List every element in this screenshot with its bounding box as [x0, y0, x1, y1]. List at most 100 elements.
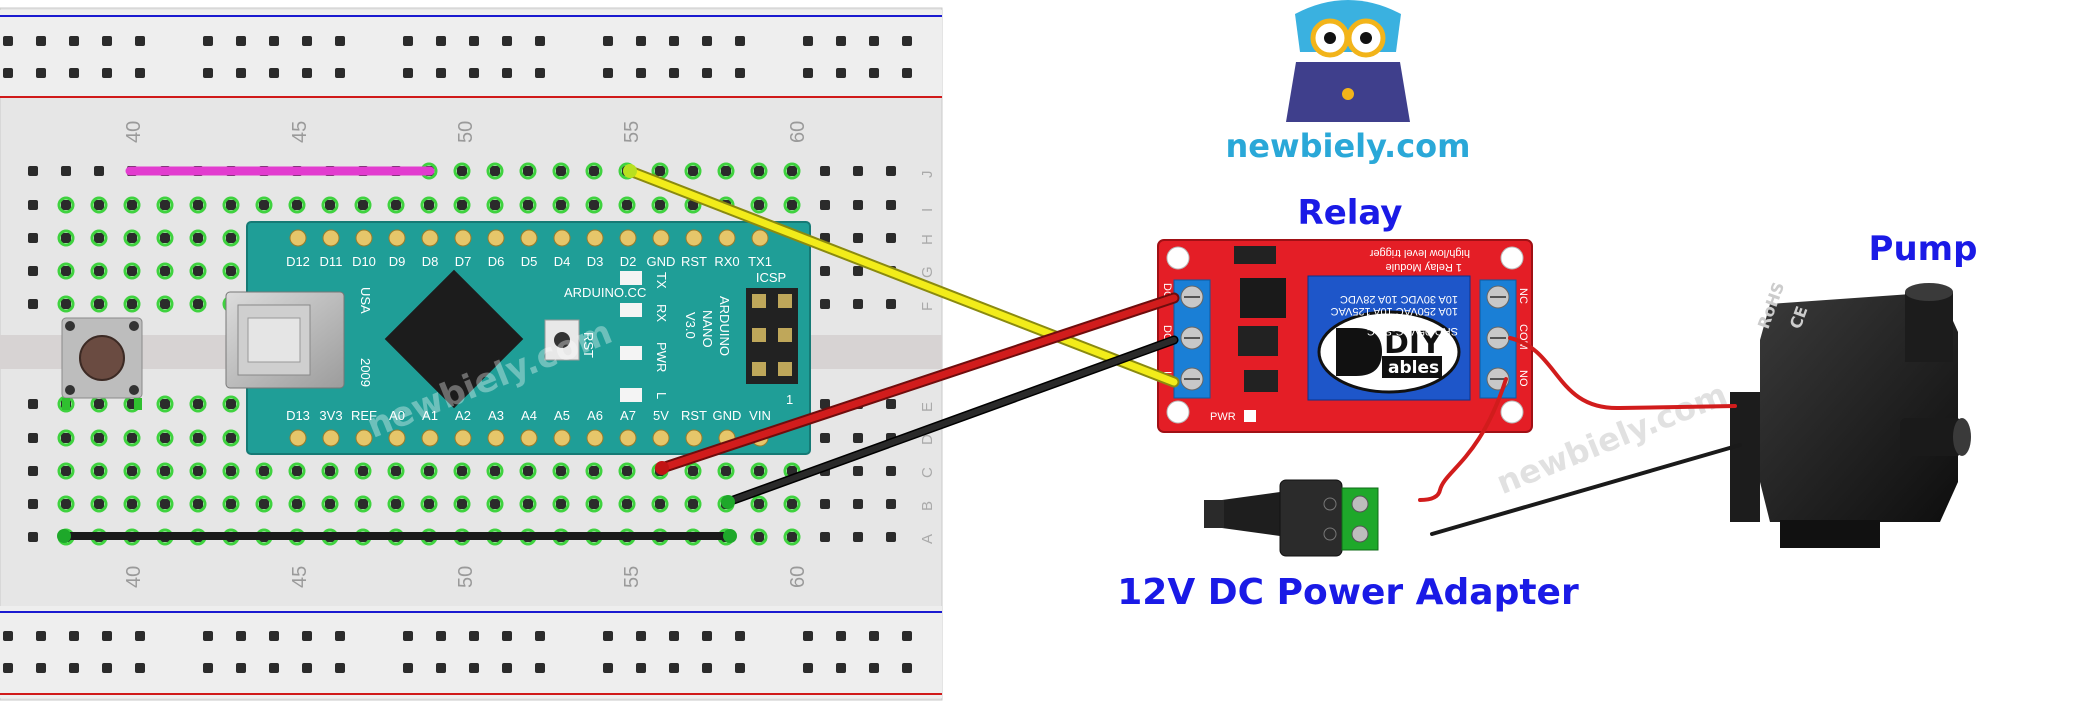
- terminal-hole: [28, 266, 38, 276]
- rail-hole: [636, 631, 646, 641]
- terminal-hole: [787, 166, 797, 176]
- terminal-hole: [160, 399, 170, 409]
- terminal-hole: [61, 200, 71, 210]
- connected-hole-ring: [222, 196, 240, 214]
- terminal-hole: [457, 200, 467, 210]
- terminal-hole: [886, 299, 896, 309]
- rail-hole: [3, 663, 13, 673]
- connected-hole-ring: [453, 462, 471, 480]
- nano-pad: [619, 229, 637, 247]
- rail-hole: [535, 36, 545, 46]
- rail-hole: [869, 663, 879, 673]
- nano-pad: [685, 229, 703, 247]
- connected-hole-ring: [57, 429, 75, 447]
- terminal-hole: [820, 499, 830, 509]
- terminal-hole: [556, 166, 566, 176]
- terminal-hole: [28, 233, 38, 243]
- rail-hole: [236, 663, 246, 673]
- adapter-label: 12V DC Power Adapter: [1117, 572, 1579, 613]
- connected-hole-ring: [486, 162, 504, 180]
- terminal-hole: [358, 499, 368, 509]
- terminal-hole: [589, 499, 599, 509]
- rail-hole: [436, 68, 446, 78]
- rail-hole: [869, 36, 879, 46]
- rail-hole: [36, 68, 46, 78]
- nano-pad: [289, 429, 307, 447]
- nano-rst-label: RST: [581, 332, 596, 358]
- terminal-hole: [853, 532, 863, 542]
- rail-hole: [69, 36, 79, 46]
- rail-hole: [335, 631, 345, 641]
- wire-yellow: [626, 167, 1178, 386]
- terminal-hole: [853, 299, 863, 309]
- connected-hole-ring: [684, 462, 702, 480]
- rail-hole: [269, 631, 279, 641]
- terminal-hole: [193, 499, 203, 509]
- connected-hole-ring: [420, 495, 438, 513]
- connected-hole-ring: [156, 229, 174, 247]
- reset-button[interactable]: [544, 319, 580, 361]
- terminal-hole: [259, 466, 269, 476]
- connected-hole-ring: [90, 196, 108, 214]
- terminal-hole: [259, 499, 269, 509]
- terminal-hole: [61, 266, 71, 276]
- terminal-hole: [787, 532, 797, 542]
- rail-hole: [702, 631, 712, 641]
- terminal-hole: [325, 499, 335, 509]
- terminal-hole: [292, 499, 302, 509]
- terminal-hole: [853, 200, 863, 210]
- connected-hole-ring: [585, 162, 603, 180]
- nano-pin-one-label: 1: [786, 392, 793, 407]
- connected-hole-ring: [57, 229, 75, 247]
- rail-hole: [236, 631, 246, 641]
- terminal-hole: [853, 433, 863, 443]
- terminal-hole: [556, 200, 566, 210]
- row-letter: C: [919, 467, 936, 478]
- nano-pad: [421, 429, 439, 447]
- connected-hole-ring: [519, 462, 537, 480]
- row-letter: A: [919, 534, 936, 544]
- nano-pad: [751, 229, 769, 247]
- push-button[interactable]: [61, 317, 143, 410]
- column-numbers-bottom: 40 45 50 55 60: [123, 566, 809, 588]
- nano-pad: [487, 429, 505, 447]
- row-letters: J I H G F E D C B A: [919, 171, 936, 545]
- nano-model-line: ARDUINO: [717, 296, 732, 356]
- connected-hole-ring: [486, 196, 504, 214]
- rail-hole: [803, 68, 813, 78]
- relay-pwr-label: PWR: [1210, 411, 1236, 423]
- nano-led-labels: TX RX PWR L: [654, 272, 669, 399]
- rail-hole: [735, 663, 745, 673]
- terminal-hole: [94, 499, 104, 509]
- terminal-hole: [325, 200, 335, 210]
- rail-hole: [636, 663, 646, 673]
- terminal-hole: [193, 200, 203, 210]
- rail-hole: [669, 36, 679, 46]
- rail-hole: [636, 36, 646, 46]
- nano-pad: [289, 229, 307, 247]
- nano-pad: [652, 229, 670, 247]
- connected-hole-ring: [651, 196, 669, 214]
- connected-hole-ring: [90, 229, 108, 247]
- column-number: 55: [621, 121, 643, 143]
- rail-hole: [803, 631, 813, 641]
- rail-hole: [869, 631, 879, 641]
- nano-pad: [652, 429, 670, 447]
- rail-hole: [502, 663, 512, 673]
- connected-hole-ring: [453, 162, 471, 180]
- connected-hole-ring: [453, 495, 471, 513]
- terminal-hole: [853, 266, 863, 276]
- connected-hole-ring: [156, 196, 174, 214]
- rail-hole: [669, 663, 679, 673]
- connected-hole-ring: [57, 462, 75, 480]
- terminal-hole: [787, 200, 797, 210]
- rail-hole: [603, 68, 613, 78]
- terminal-hole: [721, 166, 731, 176]
- terminal-hole: [127, 466, 137, 476]
- nano-top-pin-label: D8: [422, 254, 439, 269]
- terminal-hole: [358, 466, 368, 476]
- nano-bottom-pin-label: D13: [286, 408, 310, 423]
- connected-hole-ring: [90, 262, 108, 280]
- rail-hole: [302, 68, 312, 78]
- rail-hole: [135, 68, 145, 78]
